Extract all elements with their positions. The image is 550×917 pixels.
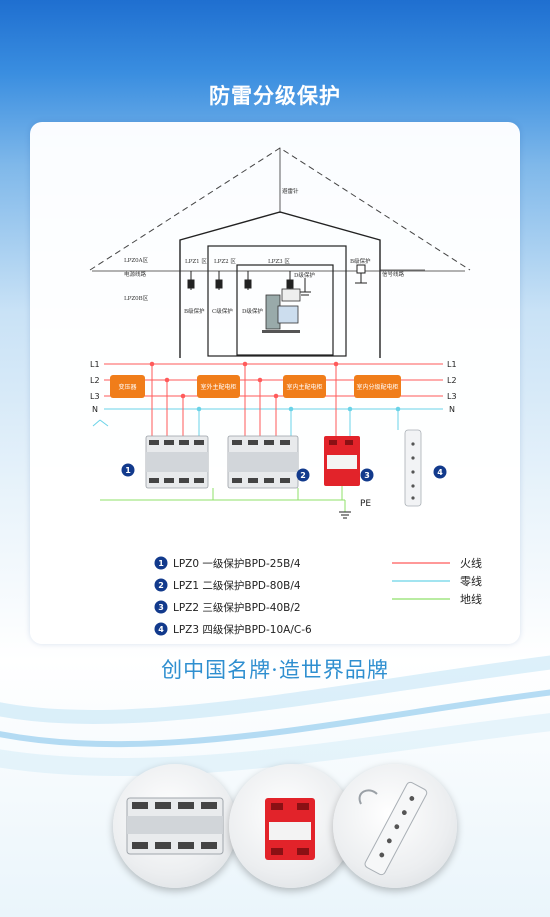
legend-item-3: LPZ2 三级保护BPD-40B/2 [173, 601, 301, 614]
legend-badge-2: 2 [158, 581, 164, 590]
badge-3: 3 [364, 471, 370, 480]
d-level-label: D级保护 [242, 307, 263, 315]
power-line-label: 电源线路 [124, 270, 147, 278]
line-label-l2-right: L2 [447, 376, 457, 385]
legend-item-1: LPZ0 一级保护BPD-25B/4 [173, 557, 301, 570]
line-label-l3-right: L3 [447, 392, 457, 401]
device-badges: 1 2 3 4 [121, 463, 447, 482]
zone-lpz2-label: LPZ2 区 [214, 258, 236, 265]
line-label-l2-left: L2 [90, 376, 100, 385]
legend-badge-3: 3 [158, 603, 164, 612]
pe-label: PE [360, 499, 371, 509]
ground-wires [100, 486, 346, 512]
house-outline [179, 211, 381, 358]
legend-neutral-label: 零线 [460, 574, 482, 588]
lpz2-box [207, 245, 347, 357]
product-circle-power-strip [333, 764, 457, 888]
zone-lpz0b-label: LPZ0B区 [124, 295, 149, 302]
zone-lpz1-label: LPZ1 区 [185, 258, 207, 265]
legend-ground-label: 地线 [460, 592, 482, 606]
outdoor-cabinet-label: 室外主配电柜 [200, 383, 236, 391]
line-label-l3-left: L3 [90, 392, 100, 401]
line-label-l1-right: L1 [447, 360, 457, 369]
power-strip-4 [404, 429, 422, 507]
neutral-drops [92, 409, 399, 438]
lpz3-box [236, 264, 334, 356]
legend-item-4: LPZ3 四级保护BPD-10A/C-6 [173, 623, 312, 636]
spd-module-2 [227, 435, 299, 489]
zone-lpz3-label: LPZ3 区 [268, 258, 290, 265]
badge-4: 4 [437, 468, 443, 477]
d-protect-label: D级保护 [294, 271, 315, 279]
wiring-schematic: 变压器 室外主配电柜 室内主配电柜 室内分级配电柜 L1 L2 L3 N L1 … [90, 360, 457, 519]
indoor-sub-cabinet-label: 室内分级配电柜 [356, 383, 398, 391]
c-level-label: C级保护 [212, 307, 233, 315]
spd-module-1 [145, 435, 209, 489]
indoor-main-cabinet-label: 室内主配电柜 [286, 383, 322, 391]
slogan: 创中国名牌·造世界品牌 [161, 658, 389, 682]
legend-badge-1: 1 [158, 559, 164, 568]
transformer-box [110, 375, 145, 398]
neutral-dots [196, 406, 401, 412]
power-strip-icon [358, 781, 428, 876]
line-label-n-right: N [449, 405, 455, 414]
legend: 1 2 3 4 LPZ0 一级保护BPD-25B/4 LPZ1 二级保护BPD-… [154, 556, 482, 636]
b-level-label: B级保护 [184, 307, 205, 315]
rod-label: 避雷针 [282, 187, 299, 195]
building-zoning [89, 147, 471, 358]
product-circle-red-spd [229, 764, 353, 888]
ground-symbol [339, 511, 351, 519]
line-label-n-left: N [92, 405, 98, 414]
badge-2: 2 [300, 471, 306, 480]
junction-dots [149, 361, 339, 399]
line-label-l1-left: L1 [90, 360, 100, 369]
building-labels: 避雷针 LPZ0A区 电源线路 LPZ0B区 LPZ1 区 LPZ2 区 LPZ… [124, 187, 405, 315]
legend-live-label: 火线 [460, 556, 482, 570]
spd-module-3 [324, 436, 360, 486]
phase-drops [151, 364, 337, 438]
legend-item-2: LPZ1 二级保护BPD-80B/4 [173, 579, 301, 592]
indoor-sub-cabinet [354, 375, 401, 398]
legend-badge-4: 4 [158, 625, 164, 634]
spd-4pole-icon [126, 797, 224, 855]
signal-protect-label: B级保护 [350, 257, 371, 265]
spd-red-icon [265, 798, 315, 860]
protection-symbols [187, 264, 367, 296]
indoor-main-cabinet [283, 375, 326, 398]
zone-lpz0a-label: LPZ0A区 [124, 257, 149, 264]
product-circle-4pole [113, 764, 237, 888]
outdoor-cabinet [197, 375, 240, 398]
decorative-swooshes [0, 655, 550, 777]
badge-1: 1 [125, 466, 131, 475]
computer-icon [262, 288, 301, 333]
transformer-label: 变压器 [118, 383, 136, 391]
signal-line-label: 信号线路 [382, 270, 405, 278]
page-title: 防雷分级保护 [209, 84, 341, 108]
